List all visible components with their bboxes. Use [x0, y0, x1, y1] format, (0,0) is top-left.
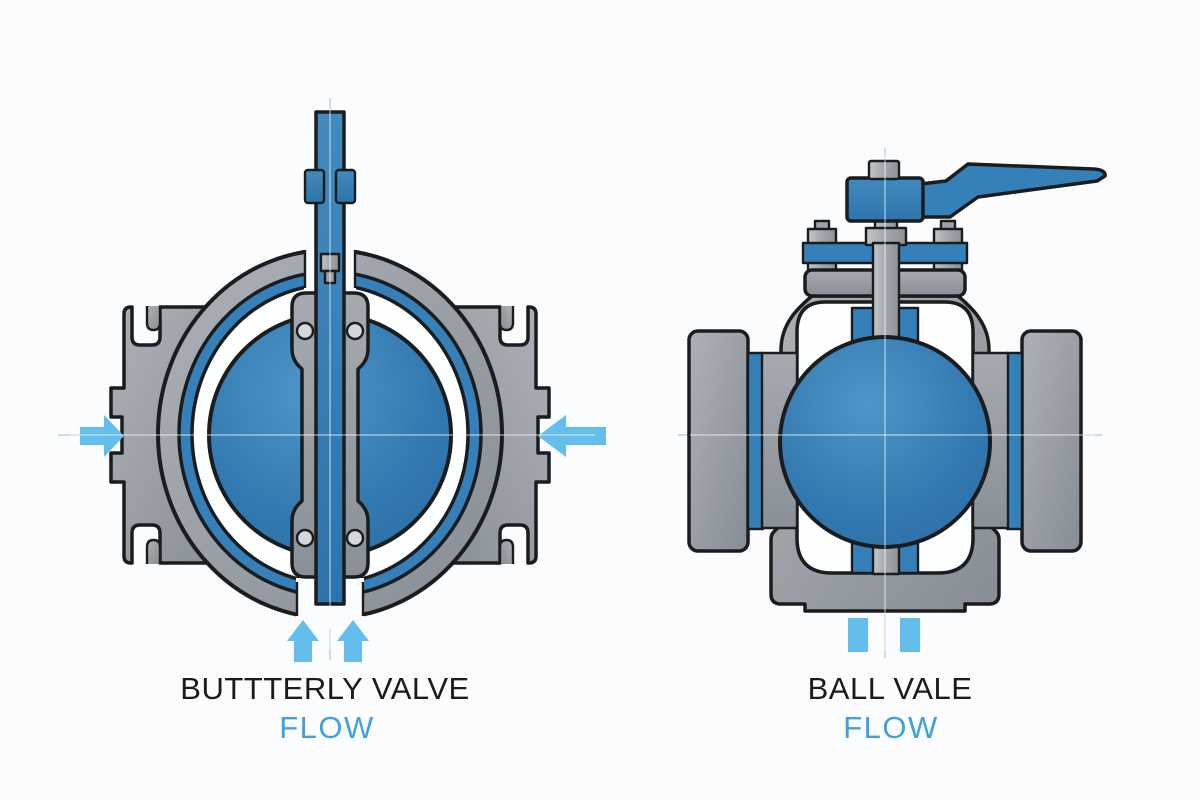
- ball-valve-title: BALL VALE: [807, 671, 973, 706]
- bolt-hole: [295, 321, 315, 341]
- flow-mark-right: [900, 618, 920, 652]
- end-flange-right: [1020, 329, 1083, 553]
- lever-handle: [918, 162, 1107, 219]
- stem-nut: [867, 159, 901, 181]
- valve-stem: [871, 241, 901, 345]
- end-flange-left: [687, 329, 750, 553]
- ball-valve-diagram: [678, 148, 1107, 658]
- ball-valve-flow-label: FLOW: [843, 710, 939, 745]
- gasket-strip-right: [1005, 351, 1024, 531]
- flow-arrow-in-left: [80, 415, 124, 457]
- bolt-hole: [345, 321, 365, 341]
- lug-hook-finger-top: [145, 306, 162, 332]
- stem-collar-left: [303, 168, 326, 205]
- bolt-hole: [295, 528, 315, 548]
- bolt-hole: [345, 528, 365, 548]
- flow-arrow-in-right: [538, 415, 606, 457]
- butterfly-valve-flow-label: FLOW: [279, 710, 375, 745]
- flow-mark-left: [848, 618, 868, 652]
- gasket-strip-left: [746, 351, 765, 531]
- butterfly-valve-title: BUTTTERLY VALVE: [180, 671, 470, 706]
- stem-collar-right: [334, 168, 357, 205]
- lug-hook-finger-bottom: [145, 538, 162, 564]
- flow-arrow-up-left: [287, 620, 319, 662]
- flow-arrow-up-right: [337, 620, 369, 662]
- butterfly-valve-diagram: [58, 98, 606, 662]
